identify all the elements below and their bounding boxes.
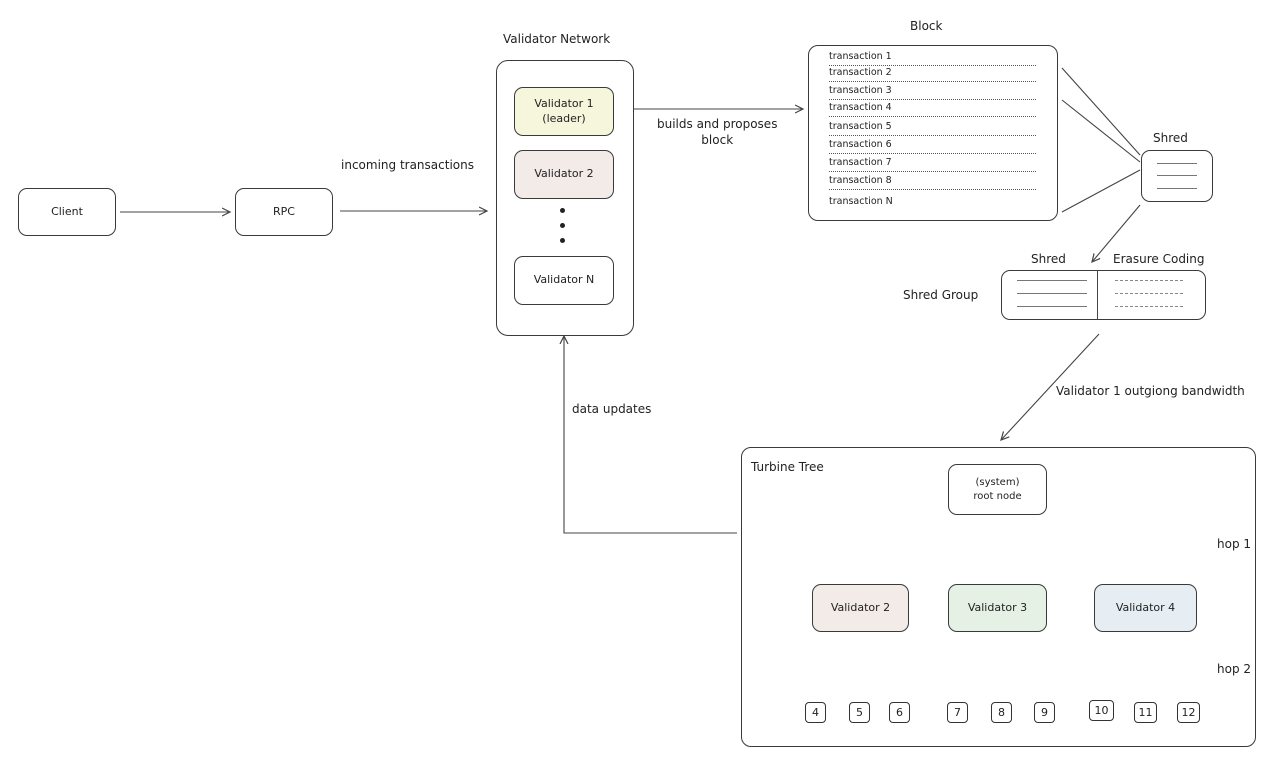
line-block-to-shred-c — [1061, 169, 1141, 213]
builds-and-proposes-label: builds and proposes block — [657, 117, 777, 148]
shred-line — [1157, 163, 1197, 164]
block-transaction: transaction 6 — [829, 139, 892, 150]
transaction-divider — [829, 135, 1036, 136]
leader-label: (leader) — [542, 111, 586, 125]
turbine-validator-2: Validator 2 — [812, 584, 909, 632]
turbine-tree-title: Turbine Tree — [751, 460, 824, 474]
hop2-label: hop 2 — [1217, 662, 1252, 676]
root-node-line2: root node — [973, 490, 1022, 502]
block-container: transaction 1 transaction 2 transaction 3 t… — [808, 45, 1058, 221]
shred-line — [1157, 188, 1197, 189]
erasure-line — [1115, 293, 1183, 294]
ellipsis-dot — [560, 238, 565, 243]
block-transaction: transaction N — [829, 196, 893, 207]
arrow-group-to-turbine — [1001, 333, 1100, 440]
shred-group-label: Shred Group — [903, 288, 979, 302]
shred-group-shred-header: Shred — [1031, 252, 1066, 266]
turbine-validator-3-label: Validator 3 — [967, 600, 1028, 614]
shred-node — [1141, 150, 1213, 202]
arrow-data-updates — [564, 336, 737, 534]
builds-label-line2: block — [701, 132, 734, 147]
shred-line — [1017, 306, 1087, 307]
leaf-node-6: 6 — [889, 702, 910, 723]
shred-group-node — [1001, 270, 1206, 320]
ellipsis-dot — [560, 223, 565, 228]
shred-group-divider — [1097, 270, 1098, 320]
transaction-divider — [829, 153, 1036, 154]
validator-1-label: Validator 1 — [534, 96, 594, 110]
transaction-divider — [829, 99, 1036, 100]
transaction-divider — [829, 171, 1036, 172]
leaf-node-4: 4 — [805, 702, 826, 723]
line-block-to-shred-b — [1061, 99, 1141, 163]
transaction-divider — [829, 116, 1036, 117]
incoming-transactions-label: incoming transactions — [341, 158, 474, 172]
bandwidth-label: Validator 1 outgiong bandwidth — [1056, 384, 1245, 398]
shred-line — [1157, 175, 1197, 176]
validator-2-label: Validator 2 — [534, 167, 594, 181]
arrow-shred-to-group — [1092, 204, 1141, 262]
shred-line — [1017, 293, 1087, 294]
builds-label-line1: builds and proposes — [657, 117, 778, 131]
shred-line — [1017, 280, 1087, 281]
block-transaction: transaction 8 — [829, 175, 892, 186]
leaf-node-7: 7 — [947, 702, 968, 723]
erasure-line — [1115, 306, 1183, 307]
client-node: Client — [18, 188, 116, 236]
rpc-node: RPC — [235, 188, 333, 236]
leaf-node-5: 5 — [849, 702, 870, 723]
data-updates-label: data updates — [572, 402, 652, 416]
leaf-node-9: 9 — [1034, 702, 1055, 723]
root-node-line1: (system) — [975, 477, 1020, 488]
block-transaction: transaction 5 — [829, 121, 892, 132]
validator-n-label: Validator N — [533, 273, 595, 287]
turbine-validator-3: Validator 3 — [948, 584, 1047, 632]
block-title: Block — [910, 19, 943, 33]
turbine-validator-4: Validator 4 — [1094, 584, 1197, 632]
block-transaction: transaction 2 — [829, 67, 892, 78]
block-transaction: transaction 4 — [829, 102, 892, 113]
leaf-node-11: 11 — [1134, 702, 1157, 723]
erasure-coding-header: Erasure Coding — [1113, 252, 1205, 266]
turbine-validator-4-label: Validator 4 — [1115, 600, 1176, 614]
transaction-divider — [829, 81, 1036, 82]
line-block-to-shred-a — [1061, 67, 1141, 156]
client-label: Client — [51, 204, 83, 218]
root-node: (system) root node — [948, 464, 1047, 515]
hop1-label: hop 1 — [1217, 537, 1252, 551]
validator-1-leader: Validator 1 (leader) — [514, 87, 614, 136]
leaf-node-10: 10 — [1089, 700, 1114, 721]
validator-2-node: Validator 2 — [514, 150, 614, 199]
rpc-label: RPC — [273, 204, 295, 218]
transaction-divider — [829, 189, 1036, 190]
turbine-validator-2-label: Validator 2 — [830, 600, 891, 614]
validator-n-node: Validator N — [514, 256, 614, 305]
block-transaction: transaction 3 — [829, 85, 892, 96]
ellipsis-dot — [560, 208, 565, 213]
erasure-line — [1115, 280, 1183, 281]
leaf-node-12: 12 — [1177, 702, 1200, 723]
transaction-divider — [829, 65, 1036, 66]
block-transaction: transaction 1 — [829, 51, 892, 62]
shred-label: Shred — [1153, 131, 1188, 145]
block-transaction: transaction 7 — [829, 157, 892, 168]
leaf-node-8: 8 — [991, 702, 1012, 723]
validator-network-title: Validator Network — [503, 32, 611, 46]
